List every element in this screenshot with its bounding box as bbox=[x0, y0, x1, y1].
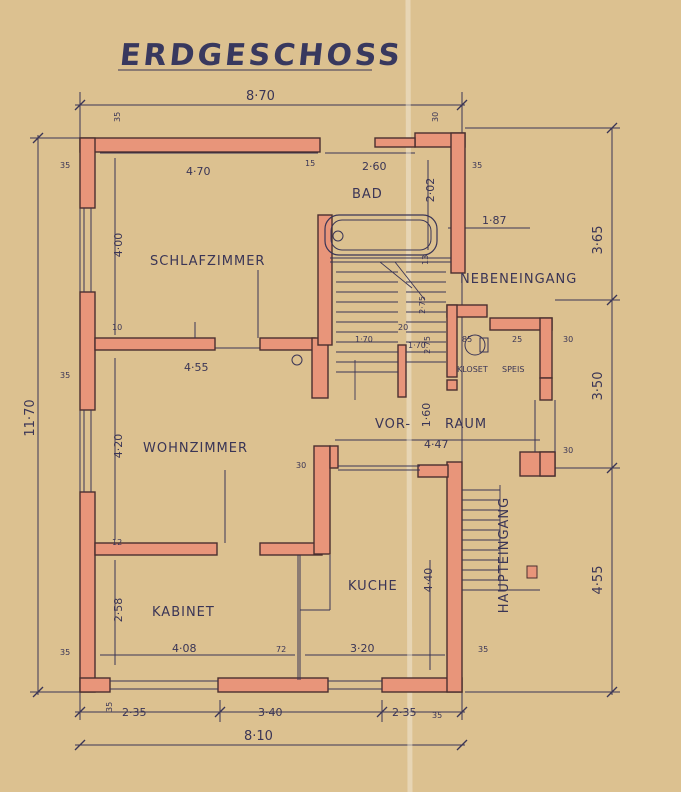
dim-vorraum-height: 1·60 bbox=[420, 403, 433, 428]
toilet-tank bbox=[479, 337, 489, 353]
dim-wall-35-w: 35 bbox=[60, 371, 70, 380]
dim-wall-35-se: 35 bbox=[478, 645, 488, 654]
dim-wohn-height: 4·20 bbox=[112, 434, 125, 459]
thin-partitions bbox=[83, 208, 556, 690]
dim-wall-72: 72 bbox=[276, 645, 286, 654]
dim-stair-d: 1·70 bbox=[408, 341, 426, 350]
room-label-vorraum-b: RAUM bbox=[445, 417, 487, 432]
dim-wall-35-top: 35 bbox=[113, 112, 122, 122]
bathtub bbox=[324, 214, 438, 256]
dim-kuche-width: 3·20 bbox=[350, 642, 375, 655]
room-label-kuche: KUCHE bbox=[348, 579, 398, 594]
dim-wall-30-speis: 30 bbox=[563, 335, 573, 344]
dim-wall-35-nw: 35 bbox=[60, 161, 70, 170]
dim-wall-35-br: 35 bbox=[432, 711, 442, 720]
dim-vorraum-width: 4·47 bbox=[424, 438, 449, 451]
dim-bottom-b: 3·40 bbox=[258, 706, 283, 719]
dim-stair-c: 1·70 bbox=[355, 335, 373, 344]
dim-wohn-width: 4·55 bbox=[184, 361, 209, 374]
dim-right-upper: 3·65 bbox=[591, 226, 606, 255]
dim-wall-30-top: 30 bbox=[431, 112, 440, 122]
toilet bbox=[464, 334, 486, 356]
dim-wall-35-sw: 35 bbox=[60, 648, 70, 657]
room-label-schlafzimmer: SCHLAFZIMMER bbox=[150, 254, 265, 269]
dim-wall-85: 85 bbox=[462, 335, 472, 344]
dimension-lines bbox=[30, 92, 620, 751]
dim-wall-35-ne: 35 bbox=[472, 161, 482, 170]
paper-fold bbox=[405, 0, 413, 792]
dim-schlaf-height: 4·00 bbox=[112, 233, 125, 258]
dim-bad-width: 2·60 bbox=[362, 160, 387, 173]
dim-wall-13: 13 bbox=[421, 255, 430, 265]
dim-wall-35-bottom: 35 bbox=[105, 702, 114, 712]
dim-bottom-a: 2·35 bbox=[122, 706, 147, 719]
entrance-post bbox=[526, 565, 538, 579]
dim-stair-a: 2·75 bbox=[418, 296, 427, 314]
room-label-nebeneingang: NEBENEINGANG bbox=[460, 272, 577, 287]
dim-neben-width: 1·87 bbox=[482, 214, 507, 227]
dim-stair-b: 2·75 bbox=[423, 336, 432, 354]
dim-wall-30-kuche: 30 bbox=[296, 461, 306, 470]
dim-kabinet-height: 2·58 bbox=[112, 598, 125, 623]
dim-right-lower: 4·55 bbox=[591, 566, 606, 595]
dim-right-middle: 3·50 bbox=[591, 372, 606, 401]
room-label-kloset: KLOSET bbox=[457, 365, 488, 374]
room-label-kabinet: KABINET bbox=[152, 605, 215, 620]
dim-wall-15: 15 bbox=[305, 159, 315, 168]
dim-wall-30-vorraum: 30 bbox=[563, 446, 573, 455]
room-label-wohnzimmer: WOHNZIMMER bbox=[143, 441, 248, 456]
room-label-haupteingang: HAUPTEINGANG bbox=[497, 497, 512, 614]
dim-bottom-c: 2·35 bbox=[392, 706, 417, 719]
dim-bottom-total: 8·10 bbox=[244, 729, 273, 744]
room-label-speis: SPEIS bbox=[502, 365, 524, 374]
room-label-bad: BAD bbox=[352, 187, 383, 202]
dimension-labels: 8·70 8·10 11·70 3·65 3·50 4·55 4·70 4·00… bbox=[23, 89, 606, 744]
dim-bad-height: 2·02 bbox=[424, 178, 437, 203]
dim-wall-25: 25 bbox=[512, 335, 522, 344]
dim-wall-10: 10 bbox=[112, 323, 122, 332]
dim-kuche-height: 4·40 bbox=[422, 568, 435, 593]
chimney-marker bbox=[291, 354, 303, 366]
entrance-stairs bbox=[462, 485, 540, 591]
dim-left-total: 11·70 bbox=[23, 399, 38, 436]
dim-wall-12: 12 bbox=[112, 538, 122, 547]
dim-top-total: 8·70 bbox=[246, 89, 275, 104]
staircase bbox=[336, 261, 446, 400]
dim-kabinet-width: 4·08 bbox=[172, 642, 197, 655]
dim-wall-20: 20 bbox=[398, 323, 408, 332]
room-label-vorraum-a: VOR- bbox=[375, 417, 411, 432]
dim-schlaf-width: 4·70 bbox=[186, 165, 211, 178]
walls bbox=[79, 132, 556, 693]
